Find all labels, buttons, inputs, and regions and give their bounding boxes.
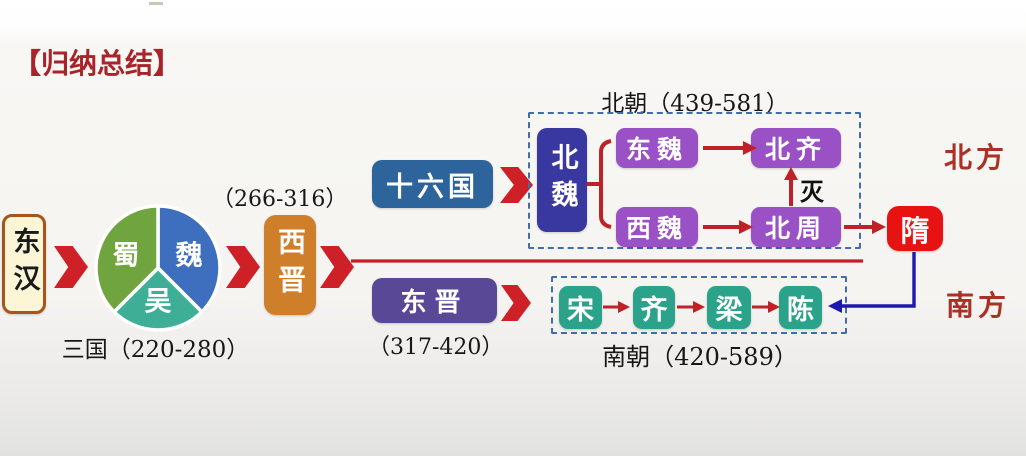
chevron-arrow-3 [320,246,354,288]
chevron-arrow-5 [501,285,531,321]
node-xijin: 西晋 [264,215,316,315]
node-beiqi: 北齐 [751,128,841,168]
south-dynasties-caption: 南朝（420-589） [602,343,798,371]
pie-wei-label: 魏 [176,241,203,272]
page-title: 【归纳总结】 [13,47,182,80]
node-xiwei: 西魏 [616,207,698,247]
node-dongwei: 东魏 [616,128,698,168]
node-dongjin-label: 东晋 [400,288,469,318]
node-xiwei-label: 西魏 [625,214,688,243]
node-donghan-label: 东汉 [8,227,40,301]
dongjin-years: （317-420） [368,335,504,360]
node-dongjin: 东晋 [372,278,497,323]
node-shiliuguo: 十六国 [372,160,493,208]
arrow-sui-chen [841,252,916,308]
pie-shu-label: 蜀 [113,241,140,272]
xijin-years: （266-316） [212,187,348,212]
node-donghan: 东汉 [2,214,46,314]
pie-wu-label: 吴 [145,287,172,318]
pie-wu-slice [112,266,204,332]
region-south-label: 南方 [946,289,1011,322]
node-beiqi-label: 北齐 [764,135,827,164]
node-beizhou-label: 北周 [764,214,827,243]
conquer-note: 灭 [800,177,824,206]
three-kingdoms-pie: 蜀 魏 吴 [94,204,222,332]
pie-wei-slice [156,204,222,314]
chevron-arrow-1 [54,246,88,288]
node-liang: 梁 [707,286,751,329]
node-beiwei: 北魏 [537,128,587,232]
node-sui-label: 隋 [900,213,930,248]
node-qi: 齐 [633,286,675,329]
node-song-label: 宋 [567,295,594,326]
node-liang-label: 梁 [715,295,743,326]
node-xijin-label: 西晋 [274,227,307,303]
node-beiwei-label: 北魏 [546,143,578,217]
node-chen-label: 陈 [787,295,814,326]
chevron-arrow-2 [226,246,260,288]
node-dongwei-label: 东魏 [625,135,688,164]
node-song: 宋 [559,286,602,329]
stray-mark [149,2,163,5]
node-qi-label: 齐 [640,295,668,326]
node-chen: 陈 [779,286,822,329]
north-dynasties-group [528,112,861,249]
pie-shu-slice [94,204,160,314]
arrowhead-beizhou-sui [872,220,886,234]
node-sui: 隋 [887,206,943,251]
three-kingdoms-caption: 三国（220-280） [61,337,250,363]
region-north-label: 北方 [944,141,1009,174]
node-shiliuguo-label: 十六国 [386,171,479,203]
node-beizhou: 北周 [751,207,841,247]
